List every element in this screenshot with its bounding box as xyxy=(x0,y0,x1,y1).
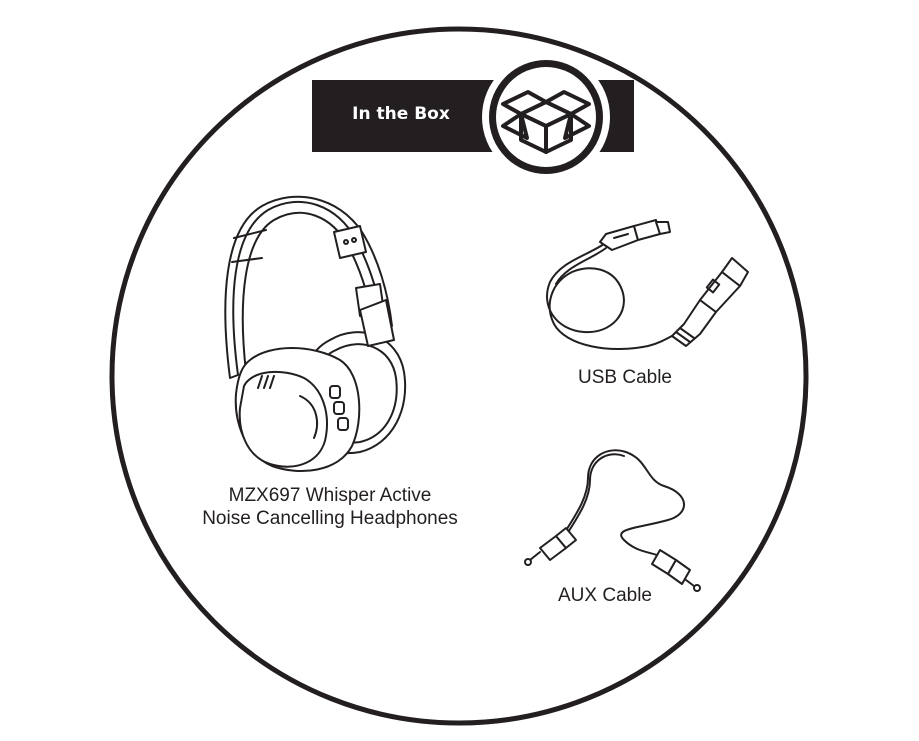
headphones-icon xyxy=(224,195,407,473)
headphones-caption-line1: MZX697 Whisper Active xyxy=(228,485,432,506)
aux-cable-icon xyxy=(524,449,701,592)
outer-circle xyxy=(109,26,809,726)
usb-cable-icon xyxy=(546,219,749,351)
aux-cable-caption: AUX Cable xyxy=(558,585,652,606)
headphones-caption: MZX697 Whisper Active Noise Cancelling H… xyxy=(160,484,500,530)
banner-title: In the Box xyxy=(352,104,450,124)
headphones-caption-line2: Noise Cancelling Headphones xyxy=(202,508,458,529)
box-icon xyxy=(482,53,610,181)
usb-cable-caption: USB Cable xyxy=(578,367,672,388)
